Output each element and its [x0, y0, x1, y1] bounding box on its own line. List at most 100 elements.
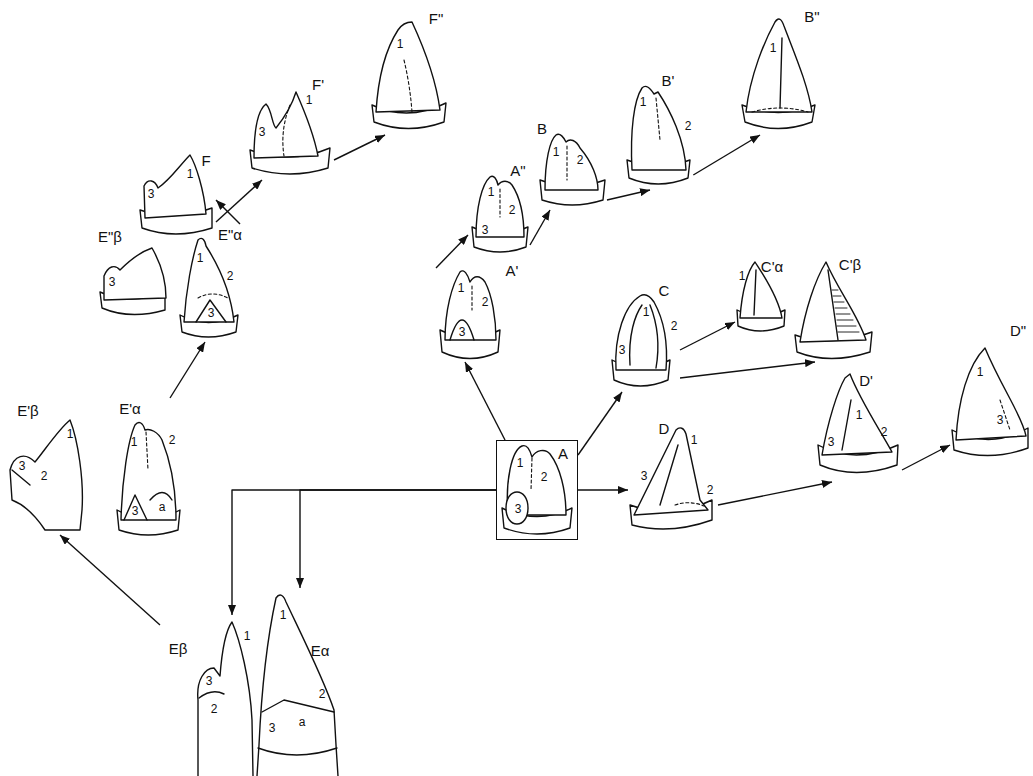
figure-label: E"α [218, 227, 242, 242]
tooth-figure: C123 [608, 280, 680, 392]
tooth-figure: A" 1 2 3 [468, 160, 530, 256]
cusp-number: 1 [517, 457, 524, 469]
figure-label: C'α [761, 259, 783, 274]
figure-label: D [659, 421, 670, 436]
cusp-number: 1 [553, 146, 560, 158]
figure-label: D' [859, 373, 873, 388]
cusp-number: 3 [515, 503, 522, 515]
figure-label: A" [510, 163, 525, 178]
cusp-number: 1 [691, 434, 698, 446]
framed-tooth-box: A 1 2 3 [496, 440, 578, 540]
evolution-arrow [680, 322, 735, 350]
figure-label: F" [429, 11, 444, 26]
cusp-number: 1 [187, 168, 194, 180]
figure-label: Eα [311, 643, 330, 658]
evolution-arrow [607, 190, 650, 200]
cusp-number: 2 [319, 688, 326, 700]
cusp-number: 1 [67, 428, 74, 440]
evolution-arrow [578, 489, 628, 490]
cusp-number: 1 [458, 282, 465, 294]
figure-label: E'β [17, 403, 39, 418]
cusp-number: 2 [227, 270, 234, 282]
tooth-figure: E'α 1 2 a 3 [112, 398, 185, 540]
tooth-figure: B" 1 [740, 6, 825, 135]
tooth-figure: Eα12a3 [255, 588, 342, 776]
cusp-number: 3 [132, 505, 139, 517]
tooth-figure: D"13 [950, 320, 1031, 462]
evolution-arrow [232, 490, 496, 615]
cusp-number: 2 [671, 320, 678, 332]
figure-label: A' [506, 263, 519, 278]
cusp-number: 2 [541, 471, 548, 483]
tooth-figure: D'123 [815, 365, 902, 482]
tooth-figure: E"α 1 2 3 [178, 224, 248, 342]
cusp-number: a [299, 716, 306, 728]
tooth-figure: A'123 [436, 258, 522, 362]
evolution-arrow [170, 342, 205, 398]
tooth-figure: Eβ 1 3 2 [160, 615, 254, 776]
tooth-figure: D132 [628, 418, 718, 535]
tooth-figure: F" 1 [368, 8, 450, 135]
cusp-number: 1 [397, 38, 404, 50]
figure-label: E"β [98, 229, 122, 244]
figure-label: F [201, 153, 210, 168]
tooth-figure: C'β [793, 252, 875, 362]
evolution-arrow [436, 235, 468, 268]
evolution-arrow [216, 180, 262, 222]
evolution-arrow [530, 210, 550, 245]
evolution-arrow [578, 392, 622, 455]
figure-label: B [537, 121, 547, 136]
figure-label: B' [662, 73, 675, 88]
cusp-number: 3 [109, 276, 116, 288]
cusp-number: 1 [131, 436, 138, 448]
figure-label: B" [804, 9, 819, 24]
tooth-figure: F' 1 3 [246, 74, 334, 180]
cusp-number: 2 [685, 120, 692, 132]
cusp-number: 3 [997, 414, 1004, 426]
evolution-arrow [693, 135, 760, 175]
cusp-number: 3 [259, 126, 266, 138]
cusp-number: 3 [19, 460, 26, 472]
cusp-number: 1 [640, 96, 647, 108]
evolution-arrow [718, 482, 832, 505]
cusp-number: 3 [459, 326, 466, 338]
cusp-number: 1 [244, 630, 251, 642]
cusp-number: 1 [280, 609, 287, 621]
cusp-number: 2 [577, 154, 584, 166]
tooth-figure: F1 3 [138, 148, 216, 238]
figure-label: C'β [839, 257, 861, 272]
cusp-number: 1 [977, 366, 984, 378]
cusp-number: 3 [148, 188, 155, 200]
cusp-number: 3 [482, 224, 489, 236]
evolution-arrow [465, 362, 505, 440]
cusp-number: a [159, 501, 166, 513]
tooth-figure: B1 2 [534, 118, 607, 210]
evolution-arrow [334, 135, 385, 160]
cusp-number: 1 [197, 252, 204, 264]
cusp-number: 1 [856, 409, 863, 421]
cusp-number: 3 [206, 675, 213, 687]
cusp-number: 2 [41, 470, 48, 482]
evolution-arrow [680, 362, 815, 378]
cusp-number: 1 [488, 186, 495, 198]
cusp-number: 1 [306, 94, 313, 106]
cusp-number: 3 [208, 307, 215, 319]
figure-label: E'α [119, 401, 141, 416]
evolution-arrow [300, 490, 496, 588]
cusp-number: 3 [619, 344, 626, 356]
tooth-figure: C'α 1 [735, 252, 792, 338]
figure-label: F' [312, 77, 324, 92]
figure-label: A [558, 446, 568, 461]
figure-label: Eβ [169, 641, 188, 656]
tooth-figure: E"β 3 [94, 226, 170, 320]
cusp-number: 2 [211, 703, 218, 715]
figure-label: C [659, 283, 670, 298]
cusp-number: 2 [169, 434, 176, 446]
cusp-number: 1 [739, 270, 746, 282]
cusp-number: 3 [641, 470, 648, 482]
evolution-arrow [902, 445, 950, 470]
cusp-number: 1 [770, 42, 777, 54]
cusp-number: 2 [509, 204, 516, 216]
